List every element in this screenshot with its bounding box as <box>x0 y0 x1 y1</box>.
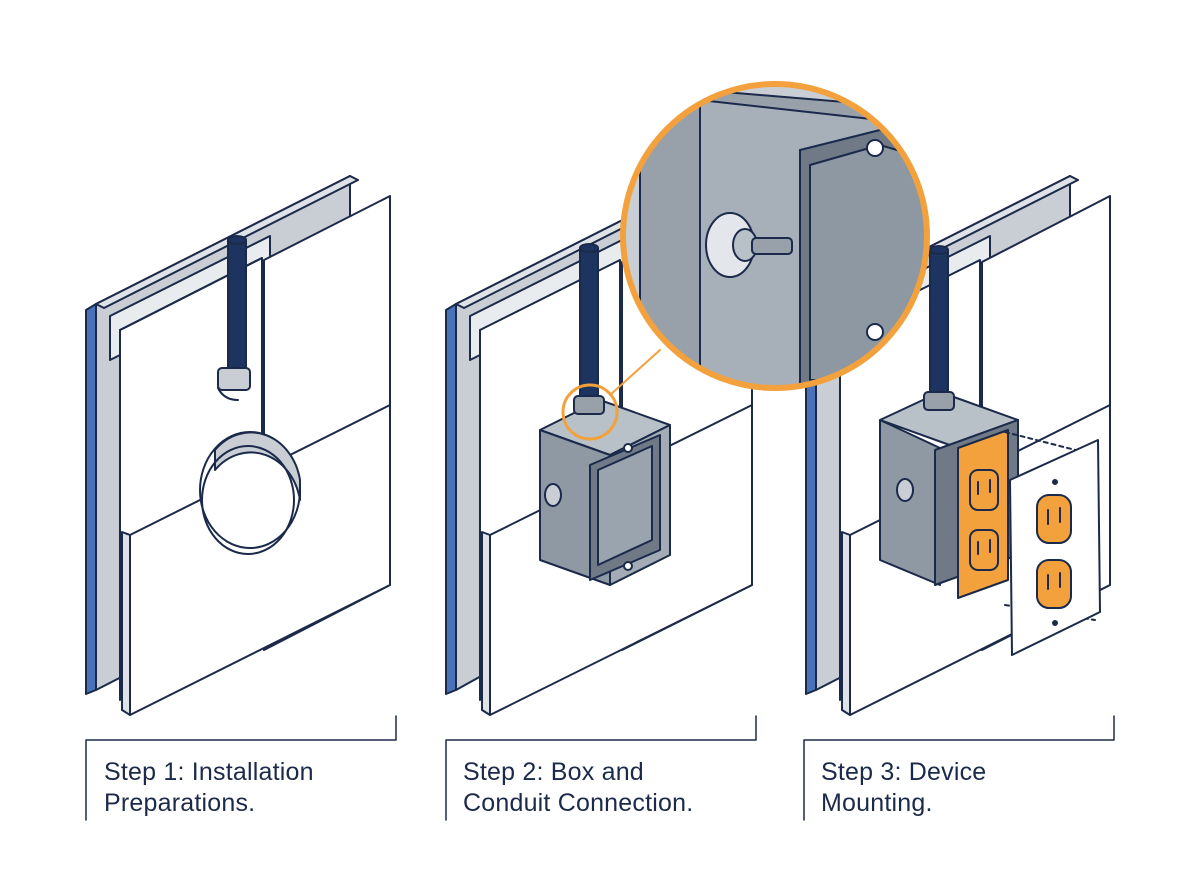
wall-assembly-step1 <box>85 175 391 716</box>
step3-caption-line1: Step 3: Device <box>821 758 987 786</box>
wall-assembly-step2 <box>445 185 753 716</box>
step1-caption-line1: Step 1: Installation <box>104 758 314 786</box>
step1-caption-line2: Preparations. <box>104 789 256 817</box>
step2-caption: Step 2: Box and Conduit Connection. <box>463 757 693 819</box>
step1-caption: Step 1: Installation Preparations. <box>104 757 314 819</box>
caption-brackets <box>85 715 1115 821</box>
step2-caption-line1: Step 2: Box and <box>463 758 644 786</box>
step3-caption: Step 3: Device Mounting. <box>821 757 986 819</box>
step3-caption-line2: Mounting. <box>821 789 933 817</box>
step2-caption-line2: Conduit Connection. <box>463 789 694 817</box>
